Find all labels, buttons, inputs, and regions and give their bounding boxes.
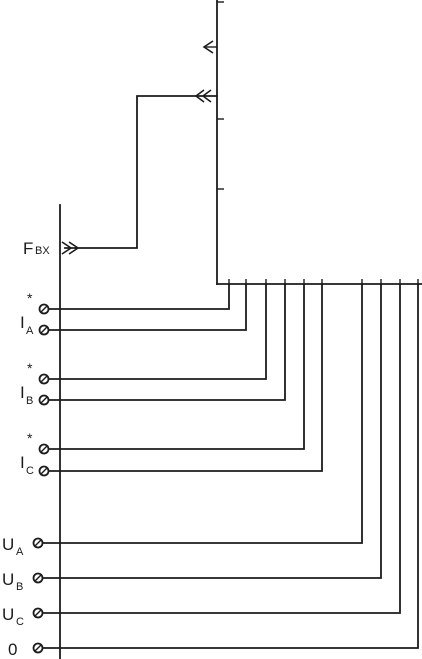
svg-text:C: C — [26, 465, 34, 477]
terminal-uc — [32, 607, 44, 619]
label-zero: 0 — [8, 640, 17, 659]
connection-wires — [42, 283, 419, 649]
terminal-ic-star — [38, 443, 50, 455]
label-uc: U C — [2, 605, 24, 628]
svg-text:A: A — [26, 325, 34, 337]
svg-text:B: B — [16, 581, 23, 593]
svg-text:BX: BX — [35, 245, 50, 257]
svg-text:F: F — [23, 239, 33, 258]
star-mark-ib: * — [27, 360, 33, 376]
terminal-ia-star — [38, 303, 50, 315]
star-mark-ic: * — [27, 430, 33, 446]
terminal-ic — [38, 465, 50, 477]
svg-text:A: A — [16, 546, 24, 558]
terminal-ua — [32, 537, 44, 549]
device-body — [216, 0, 422, 285]
svg-text:I: I — [20, 383, 25, 402]
entry-ticks — [228, 279, 419, 284]
svg-text:I: I — [20, 453, 25, 472]
terminal-ib-star — [38, 373, 50, 385]
star-mark-ia: * — [27, 290, 33, 306]
svg-text:I: I — [20, 313, 25, 332]
label-ib: I B — [20, 383, 33, 407]
terminal-ub — [32, 572, 44, 584]
svg-text:C: C — [16, 616, 24, 628]
svg-text:U: U — [2, 570, 14, 589]
label-ia: I A — [20, 313, 34, 337]
svg-text:U: U — [2, 605, 14, 624]
terminal-zero — [32, 642, 44, 654]
svg-text:U: U — [2, 535, 14, 554]
frequency-input-wire — [61, 95, 218, 255]
terminal-ib — [38, 394, 50, 406]
label-ic: I C — [20, 453, 34, 477]
svg-text:B: B — [26, 395, 33, 407]
label-ua: U A — [2, 535, 24, 558]
label-f-input: F BX — [23, 239, 50, 258]
single-arrow-icon — [202, 40, 217, 54]
label-ub: U B — [2, 570, 23, 593]
terminal-ia — [38, 324, 50, 336]
